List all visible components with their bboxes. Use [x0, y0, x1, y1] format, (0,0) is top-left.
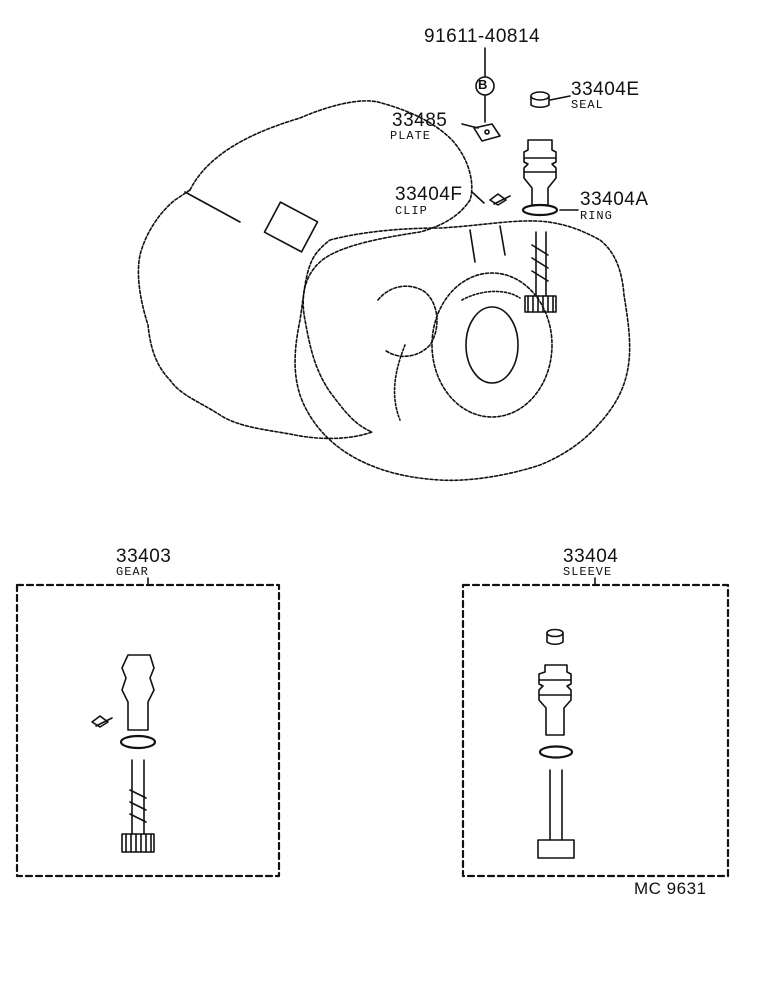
bolt-part-number: 91611-40814: [424, 26, 541, 47]
sleeve-exploded: [523, 139, 557, 206]
clip-part-name: CLIP: [395, 204, 428, 218]
gear-kit-number: 33403: [116, 546, 172, 567]
ring-part-number: 33404A: [580, 189, 649, 210]
bolt-circle: [475, 76, 495, 96]
seal-part-name: SEAL: [571, 98, 604, 112]
plate-part: [473, 123, 501, 142]
seal-part-number: 33404E: [571, 79, 640, 100]
gear-kit-frame: [15, 577, 281, 878]
sleeve-kit-frame: [461, 577, 730, 878]
differential-cover: [431, 272, 553, 418]
housing-arc-top: [461, 290, 521, 301]
ring-part-name: RING: [580, 209, 613, 223]
installed-gear-teeth: [524, 295, 557, 313]
figure-code: MC 9631: [634, 879, 707, 898]
gear-kit-name: GEAR: [116, 565, 149, 579]
bearing-bore: [465, 306, 519, 384]
seal-leader: [549, 95, 571, 101]
case-window: [263, 201, 319, 253]
clip-part: [489, 193, 511, 206]
plate-leader: [461, 123, 479, 129]
seal-part: [530, 91, 550, 109]
sleeve-kit-number: 33404: [563, 546, 619, 567]
housing-rib: [393, 344, 406, 421]
bell-housing-outline: [294, 220, 631, 482]
plate-part-name: PLATE: [390, 129, 432, 143]
sleeve-kit-name: SLEEVE: [563, 565, 613, 579]
transaxle-housing: [137, 100, 631, 482]
clip-part-number: 33404F: [395, 184, 463, 205]
rear-case-outline: [137, 100, 473, 440]
mount-boss: [377, 285, 438, 358]
bolt-badge-letter: B: [478, 77, 488, 92]
plate-part-number: 33485: [392, 110, 448, 131]
ring-oring: [521, 203, 559, 217]
installed-driven-gear: [524, 231, 557, 313]
case-ridge-line: [184, 191, 241, 223]
housing-flange-lines: [469, 225, 506, 263]
clip-leader: [471, 191, 485, 204]
